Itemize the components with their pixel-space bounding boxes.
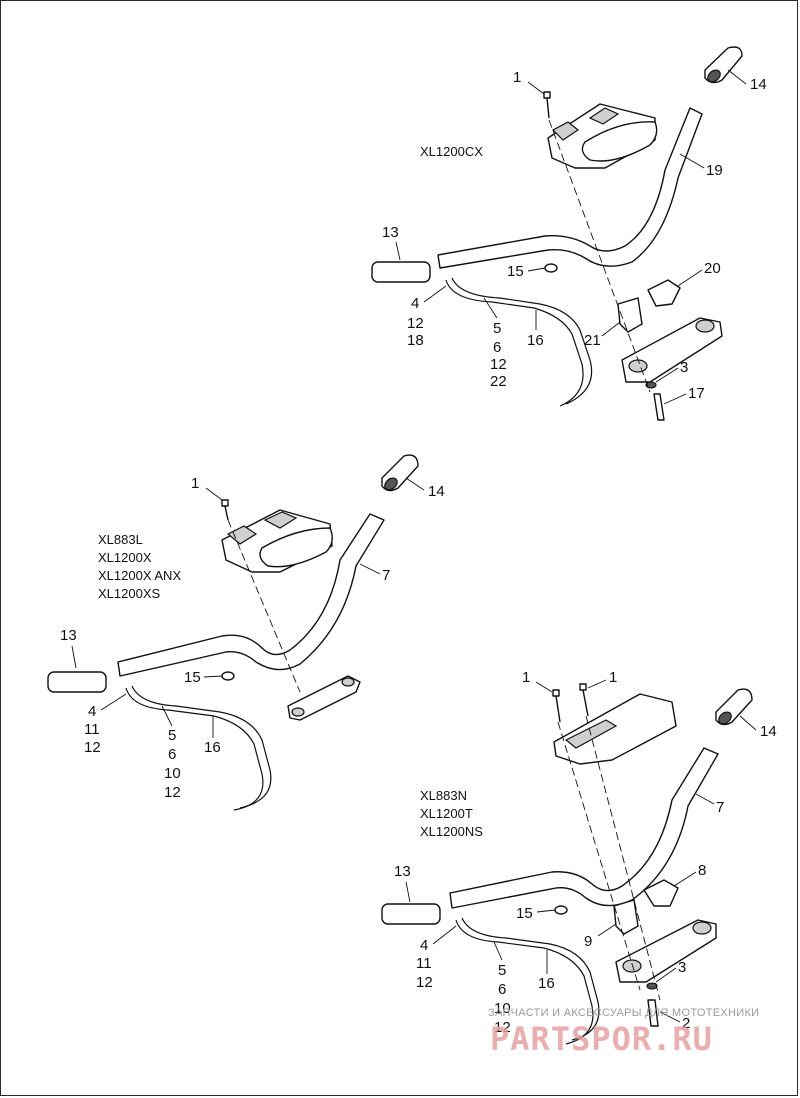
bolt-part-1 <box>552 689 561 723</box>
model-label: XL1200XS <box>98 586 160 601</box>
handlebar-part-7 <box>117 513 385 677</box>
bolt-part-2 <box>647 999 659 1027</box>
callout-5: 5 <box>493 320 501 337</box>
triple-clamp <box>287 675 361 721</box>
riser-clamp-top <box>221 509 333 573</box>
callout-12: 12 <box>407 315 424 332</box>
clip-part-15 <box>554 905 568 915</box>
watermark: ЗАПЧАСТИ И АКСЕССУАРЫ ДЛЯ МОТОТЕХНИКИ PA… <box>488 1007 759 1058</box>
callout-14: 14 <box>750 76 767 93</box>
callout-14: 14 <box>760 723 777 740</box>
throttle-cables <box>455 917 600 1045</box>
callout-12b: 12 <box>490 356 507 373</box>
callout-20: 20 <box>704 260 721 277</box>
bolt-part-17 <box>653 393 665 421</box>
callout-7: 7 <box>716 799 724 816</box>
callout-11: 11 <box>84 721 100 738</box>
callout-1: 1 <box>609 669 617 686</box>
callout-12b: 12 <box>164 784 181 801</box>
grip-part-14 <box>704 46 743 84</box>
handlebar-part-19 <box>437 107 703 269</box>
callout-13: 13 <box>60 627 77 644</box>
handlebar-part-7 <box>449 747 719 909</box>
model-label: XL883N <box>420 788 467 803</box>
clip-part-15 <box>544 263 558 273</box>
callout-10: 10 <box>494 1000 511 1017</box>
riser-part-9 <box>613 899 639 935</box>
riser-part-21 <box>617 297 643 333</box>
callout-7: 7 <box>382 567 390 584</box>
model-label: XL883L <box>98 532 143 547</box>
watermark-tagline: ЗАПЧАСТИ И АКСЕССУАРЫ ДЛЯ МОТОТЕХНИКИ <box>488 1007 759 1019</box>
callout-2: 2 <box>682 1015 690 1032</box>
callout-4: 4 <box>420 937 428 954</box>
model-label: XL1200X <box>98 550 152 565</box>
callout-17: 17 <box>688 385 705 402</box>
callout-15: 15 <box>516 905 533 922</box>
callout-14: 14 <box>428 483 445 500</box>
bolt-part-1 <box>221 499 229 521</box>
throttle-cables <box>125 685 272 811</box>
triple-clamp <box>615 919 717 983</box>
riser-part-8 <box>643 879 679 907</box>
callout-3: 3 <box>680 359 688 376</box>
riser-clamp-top <box>547 103 658 169</box>
callout-1: 1 <box>513 69 521 86</box>
throttle-cables <box>445 277 593 407</box>
model-label: XL1200NS <box>420 824 483 839</box>
bolt-part-1 <box>543 91 551 119</box>
clip-part-15 <box>221 671 235 681</box>
callout-6: 6 <box>168 746 176 763</box>
grip-part-14 <box>381 454 419 492</box>
callout-15: 15 <box>184 669 201 686</box>
callout-5: 5 <box>498 962 506 979</box>
watermark-logo: PARTSPOR.RU <box>490 1020 713 1058</box>
grip-part-13 <box>47 671 107 693</box>
riser-clamp-top <box>553 693 677 765</box>
callout-6: 6 <box>493 339 501 356</box>
grip-part-14 <box>715 688 753 726</box>
callout-10: 10 <box>164 765 181 782</box>
callout-16: 16 <box>527 332 544 349</box>
callout-1: 1 <box>191 475 199 492</box>
callout-18: 18 <box>407 332 424 349</box>
callout-12b: 12 <box>494 1019 511 1036</box>
callout-16: 16 <box>538 975 555 992</box>
callout-15: 15 <box>507 263 524 280</box>
callout-4: 4 <box>411 295 419 312</box>
triple-clamp <box>621 317 723 383</box>
callout-13: 13 <box>394 863 411 880</box>
bolt-part-1 <box>579 683 589 717</box>
callout-16: 16 <box>204 739 221 756</box>
callout-1: 1 <box>522 669 530 686</box>
callout-5: 5 <box>168 727 176 744</box>
washer-part-3 <box>645 381 657 389</box>
assembly-xl883l: XL883L XL1200X XL1200X ANX XL1200XS 1 14… <box>47 454 445 811</box>
assembly-xl1200cx: XL1200CX 1 14 19 13 15 20 4 12 18 5 6 12… <box>371 46 767 421</box>
model-label: XL1200X ANX <box>98 568 181 583</box>
model-label: XL1200CX <box>420 144 483 159</box>
callout-8: 8 <box>698 862 706 879</box>
callout-3: 3 <box>678 959 686 976</box>
callout-9: 9 <box>584 933 592 950</box>
callout-12: 12 <box>84 739 101 756</box>
callout-12: 12 <box>416 974 433 991</box>
grip-part-13 <box>371 261 431 283</box>
callout-19: 19 <box>706 162 723 179</box>
callout-6: 6 <box>498 981 506 998</box>
assembly-xl883n: XL883N XL1200T XL1200NS 1 1 14 7 8 13 15… <box>381 669 777 1045</box>
riser-part-20 <box>647 279 681 307</box>
callout-21: 21 <box>584 332 601 349</box>
callout-11: 11 <box>416 955 432 972</box>
callout-4: 4 <box>88 703 96 720</box>
washer-part-3 <box>646 982 658 990</box>
callout-22: 22 <box>490 373 507 390</box>
grip-part-13 <box>381 903 441 925</box>
callout-13: 13 <box>382 224 399 241</box>
model-label: XL1200T <box>420 806 473 821</box>
